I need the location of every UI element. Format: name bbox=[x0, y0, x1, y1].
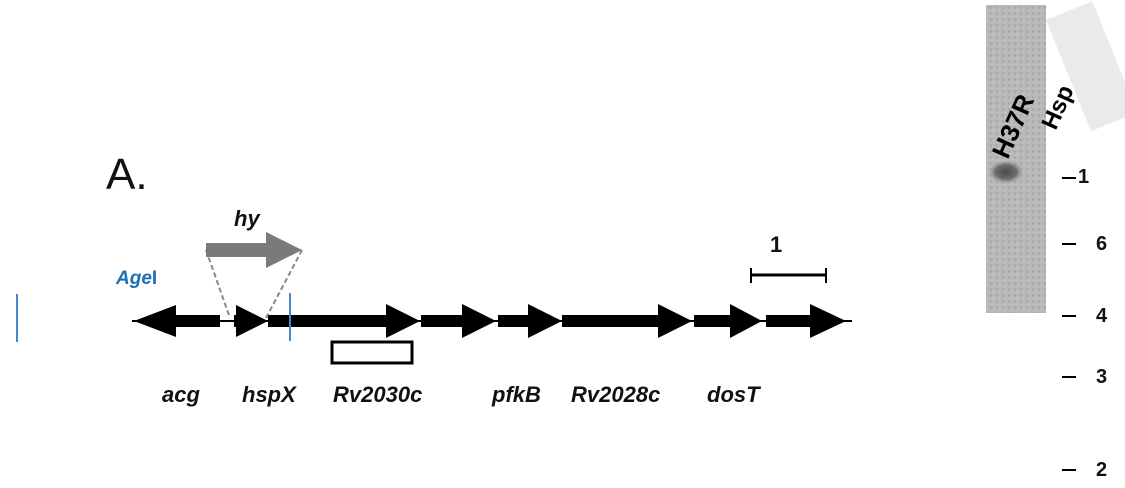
cassette-label: hy bbox=[234, 206, 260, 231]
blot-band bbox=[988, 160, 1024, 184]
gene-label-Rv2030c: Rv2030c bbox=[333, 382, 423, 407]
marker-label-1: 1 bbox=[1078, 166, 1090, 188]
panel-label: A. bbox=[106, 150, 148, 199]
gene-arrow-dosT bbox=[694, 304, 762, 338]
gene-arrow-pfkB bbox=[498, 304, 562, 338]
blot-membrane bbox=[986, 5, 1046, 313]
cassette-arrow bbox=[206, 232, 302, 268]
marker-label-3: 4 bbox=[1096, 305, 1108, 327]
gene-label-pfkB: pfkB bbox=[492, 382, 541, 407]
marker-label-4: 3 bbox=[1096, 366, 1108, 388]
scale-bar-label: 1 bbox=[770, 232, 783, 257]
probe-box bbox=[330, 340, 414, 365]
restriction-site-prefix: Age bbox=[116, 268, 152, 289]
gene-arrow-8 bbox=[766, 304, 846, 338]
gene-arrow-Rv2028c bbox=[562, 304, 692, 338]
marker-label-5: 2 bbox=[1096, 459, 1108, 481]
gene-label-hspX: hspX bbox=[242, 382, 296, 407]
restriction-site-suffix: I bbox=[151, 268, 158, 289]
gene-arrow-Rv2030c bbox=[268, 304, 420, 338]
marker-label-2: 6 bbox=[1096, 233, 1108, 255]
insertion-dash-left bbox=[205, 249, 231, 319]
gene-label-acg: acg bbox=[162, 382, 200, 407]
gene-label-Rv2028c: Rv2028c bbox=[571, 382, 661, 407]
gene-arrow-4 bbox=[421, 304, 496, 338]
blot-upper-lighter bbox=[1046, 1, 1125, 132]
gene-arrow-acg bbox=[134, 305, 220, 337]
gene-arrow-hspX bbox=[234, 305, 268, 337]
restriction-site-label: AgeI bbox=[116, 268, 157, 290]
gene-label-dosT: dosT bbox=[707, 382, 760, 407]
insertion-dash-right bbox=[265, 249, 303, 319]
